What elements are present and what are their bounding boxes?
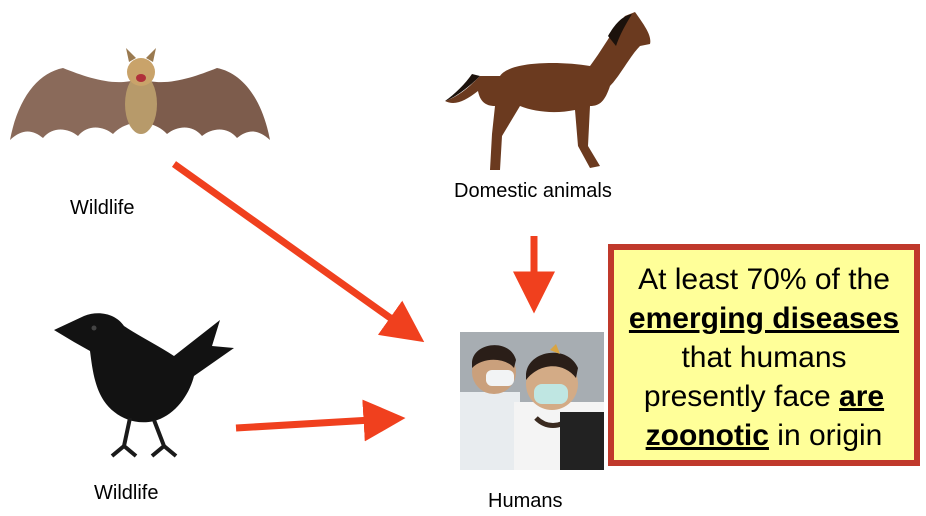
- label-wildlife-bottom: Wildlife: [94, 482, 158, 505]
- callout-text: At least 70% of the emerging diseases th…: [614, 260, 914, 455]
- callout-line-4: presently face: [644, 380, 839, 413]
- arrow-crow-to-humans: [236, 419, 388, 428]
- callout-emerging-diseases: emerging diseases: [629, 302, 899, 335]
- callout-line-3: that humans: [614, 338, 914, 377]
- label-humans: Humans: [488, 490, 562, 513]
- callout-line-1: At least 70% of the: [614, 260, 914, 299]
- callout-in-origin: in origin: [769, 419, 882, 452]
- zoonotic-callout: At least 70% of the emerging diseases th…: [608, 244, 920, 466]
- label-wildlife-top: Wildlife: [70, 197, 134, 220]
- callout-are: are: [839, 380, 884, 413]
- callout-zoonotic: zoonotic: [646, 419, 769, 452]
- arrow-bat-to-humans: [174, 164, 410, 332]
- label-domestic-animals: Domestic animals: [454, 180, 612, 203]
